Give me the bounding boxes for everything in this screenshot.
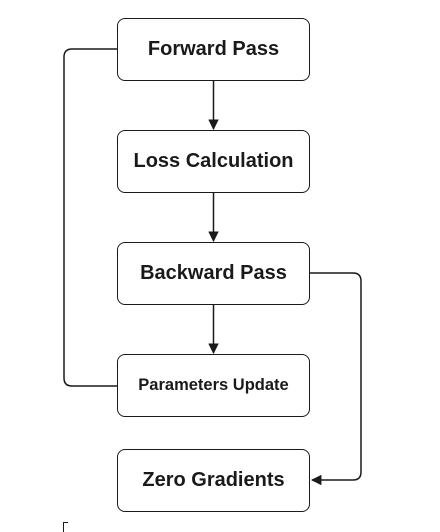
node-backward-pass-label: Backward Pass — [140, 262, 287, 284]
node-backward-pass: Backward Pass — [117, 242, 310, 305]
node-forward-pass-label: Forward Pass — [147, 38, 280, 60]
edge-backward-to-zero — [310, 272, 362, 486]
node-parameters-update: Parameters Update — [117, 354, 310, 417]
node-zero-gradients-label: Zero Gradients — [142, 469, 285, 491]
node-zero-gradients: Zero Gradients — [117, 449, 310, 512]
node-loss-calculation: Loss Calculation — [117, 130, 310, 193]
node-forward-pass: Forward Pass — [117, 18, 310, 81]
node-parameters-update-label: Parameters Update — [138, 376, 289, 394]
edge-params-to-forward — [63, 48, 117, 387]
corner-mark — [63, 522, 68, 532]
node-loss-calculation-label: Loss Calculation — [133, 150, 294, 172]
